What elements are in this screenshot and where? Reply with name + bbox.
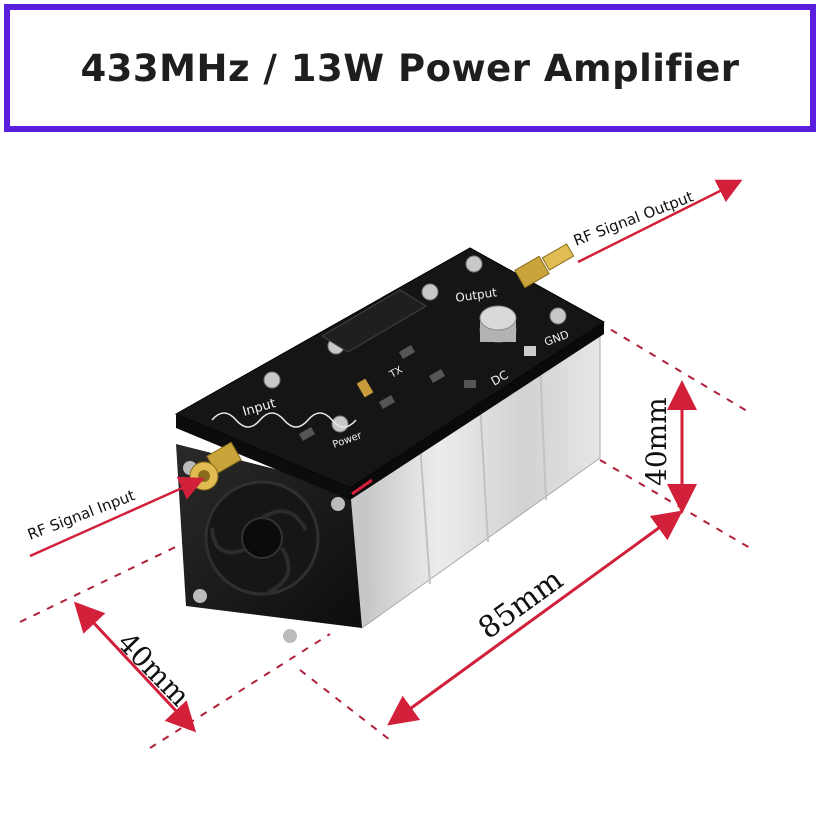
cooling-fan — [176, 444, 362, 643]
width-dimension-arrow — [73, 601, 197, 733]
screw-icon — [331, 497, 345, 511]
page-title: 433MHz / 13W Power Amplifier — [80, 46, 740, 90]
width-dimension-label: 40mm — [111, 626, 196, 713]
screw-icon — [421, 283, 439, 301]
rf-output-label: RF Signal Output — [571, 187, 696, 249]
length-dimension-arrow — [387, 510, 683, 726]
screw-icon — [193, 589, 207, 603]
screw-icon — [283, 629, 297, 643]
height-dimension-label: 40mm — [640, 397, 673, 486]
rf-input-arrow — [29, 476, 205, 558]
screw-icon — [549, 307, 567, 325]
sma-output-connector — [514, 243, 575, 289]
title-banner: 433MHz / 13W Power Amplifier — [4, 4, 816, 132]
screw-icon — [465, 255, 483, 273]
pcb-board: Output Input GND DC TX Power — [174, 247, 605, 500]
screw-icon — [263, 371, 281, 389]
silk-output: Output — [454, 285, 498, 305]
screw-icon — [331, 415, 349, 433]
rf-output-arrow — [577, 179, 743, 264]
